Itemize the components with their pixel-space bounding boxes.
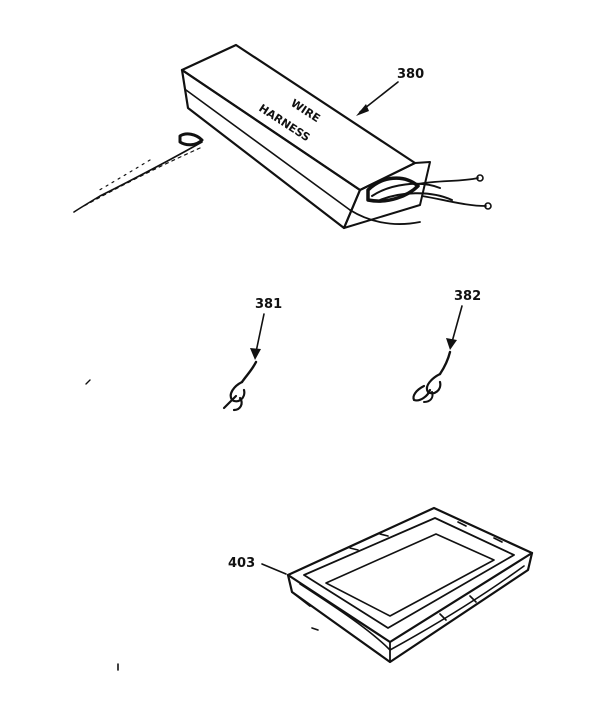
tray-403 [286,506,534,664]
part-label-380: 380 [397,67,424,82]
callout-381: 381 [250,297,282,360]
tray-floor [325,533,495,617]
box-front-face [180,68,362,230]
debris-scribble [73,132,204,213]
arrowhead-icon [446,338,457,350]
arrowhead-icon [250,348,261,360]
part-label-381: 381 [255,297,282,312]
stray-mark [85,379,91,385]
callout-403: 403 [228,556,287,575]
tray-base [286,551,534,664]
callout-382: 382 [446,289,481,350]
tray-inner-rim [303,517,515,629]
part-label-403: 403 [228,556,255,571]
wire-harness-box: WIRE HARNESS [180,43,492,230]
wire-lead-381 [222,360,258,412]
box-end-flap [343,161,431,229]
part-label-382: 382 [454,289,481,304]
harness-wires [349,174,492,225]
box-top-face [180,43,417,192]
arrowhead-icon [356,104,369,116]
wire-lead-382 [412,350,452,403]
callout-380: 380 [356,67,424,116]
box-edge-line [185,89,351,211]
